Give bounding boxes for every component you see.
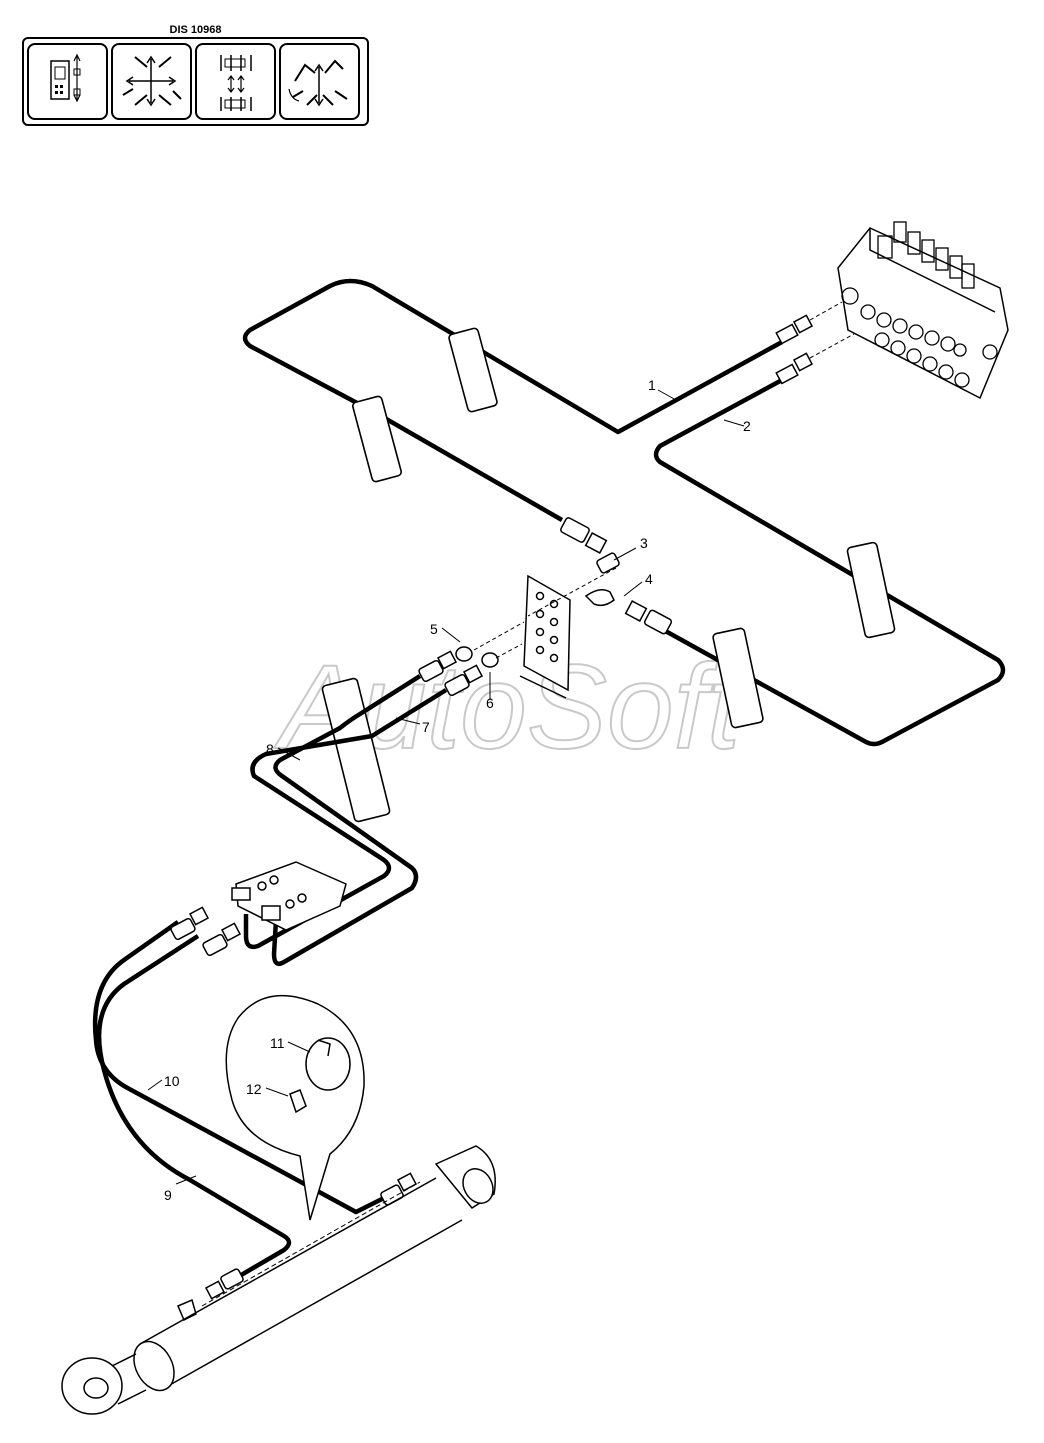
hydraulic-cylinder [61, 1145, 496, 1415]
callout-8: 8 [266, 741, 274, 757]
hose-9 [96, 934, 292, 1280]
callout-12: 12 [246, 1081, 262, 1097]
hose-10 [92, 920, 390, 1215]
clip-part [289, 1089, 307, 1114]
callout-3: 3 [640, 535, 648, 551]
icon-panel: DIS 10968 [22, 21, 369, 127]
callout-4: 4 [645, 571, 653, 587]
control-lever-icon [27, 43, 108, 120]
mounting-bracket [519, 574, 571, 699]
excavator-swing-icon [279, 43, 360, 120]
leader-lines [147, 389, 745, 1185]
callout-10: 10 [164, 1073, 180, 1089]
callout-5: 5 [430, 621, 438, 637]
callout-9: 9 [164, 1187, 172, 1203]
icon-panel-frame [22, 37, 369, 126]
control-valve [837, 221, 1009, 400]
hose-2 [653, 378, 1006, 747]
detail-bubble [225, 994, 365, 1221]
hose-clamp-part [305, 1037, 351, 1091]
callout-7: 7 [422, 719, 430, 735]
callout-6: 6 [486, 695, 494, 711]
dis-code: DIS 10968 [169, 24, 222, 36]
excavator-movements-icon [111, 43, 192, 120]
valve-fittings [775, 314, 814, 385]
hose-clamp-blocks [321, 327, 896, 823]
cylinder-arrows-icon [195, 43, 276, 120]
hose-7 [271, 674, 422, 966]
hose-1 [242, 278, 784, 522]
callout-1: 1 [648, 377, 656, 393]
callout-11: 11 [270, 1035, 285, 1051]
hose-8 [243, 688, 448, 950]
callout-2: 2 [743, 418, 751, 434]
manifold-plate [231, 861, 347, 931]
